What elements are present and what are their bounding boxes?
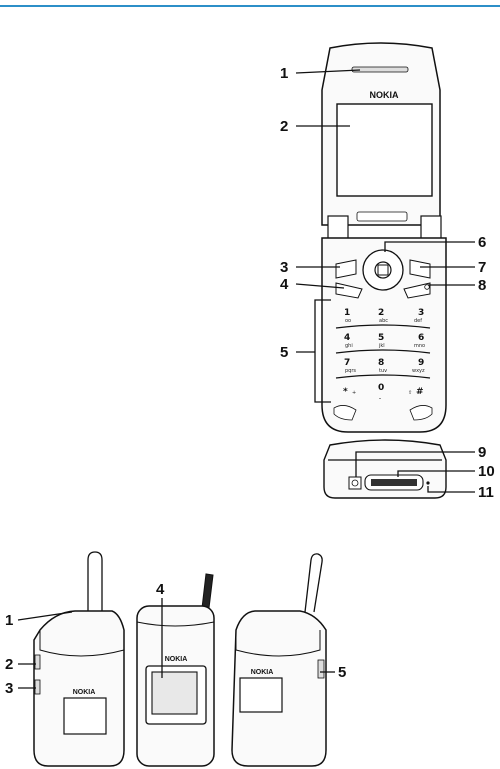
side-key (35, 680, 40, 694)
svg-text:8: 8 (378, 358, 384, 368)
svg-text:pqrs: pqrs (345, 368, 356, 374)
callout-2: 2 (280, 118, 288, 135)
pop-port-pins (371, 479, 417, 486)
antenna-2 (202, 574, 213, 608)
side-callout-2: 2 (5, 656, 13, 673)
volume-key (35, 655, 40, 669)
svg-text:ghi: ghi (345, 343, 353, 349)
svg-text:2: 2 (378, 308, 384, 318)
main-display (337, 104, 432, 196)
svg-text:abc: abc (379, 318, 388, 324)
camera-key (318, 660, 324, 678)
svg-text:*: * (343, 387, 348, 397)
callout-6: 6 (478, 234, 486, 251)
earpiece (352, 67, 408, 72)
svg-text:5: 5 (378, 333, 384, 343)
outer-display-3 (240, 678, 282, 712)
callout-7: 7 (478, 259, 486, 276)
key-1: 1oo (344, 308, 351, 324)
brand-logo-open: NOKIA (370, 90, 400, 100)
svg-text:7: 7 (344, 358, 350, 368)
svg-text:#: # (416, 387, 424, 397)
svg-text:+: + (352, 390, 356, 396)
closed-phone-right-angle: NOKIA (232, 554, 326, 766)
hinge-left (328, 216, 348, 240)
outer-display-2 (152, 672, 197, 714)
callout-9: 9 (478, 444, 486, 461)
callout-11: 11 (478, 484, 494, 501)
svg-text:wxyz: wxyz (412, 368, 425, 374)
microphone (426, 481, 429, 484)
svg-text:tuv: tuv (379, 368, 387, 374)
svg-text:0: 0 (378, 383, 384, 393)
antenna-1 (88, 552, 102, 612)
svg-text:jkl: jkl (378, 343, 385, 349)
callout-4: 4 (280, 276, 289, 293)
side-callout-3: 3 (5, 680, 13, 697)
closed-phone-front: NOKIA (137, 574, 214, 766)
side-callout-1: 1 (5, 612, 13, 629)
closed-phone-left-angle: NOKIA (34, 552, 124, 766)
callout-1: 1 (280, 65, 288, 82)
svg-text:3: 3 (418, 308, 424, 318)
svg-text:def: def (414, 318, 422, 324)
brand-logo-closed-2: NOKIA (165, 656, 188, 663)
svg-text:6: 6 (418, 333, 424, 343)
svg-text:oo: oo (345, 318, 351, 324)
brand-logo-closed-1: NOKIA (73, 689, 96, 696)
brand-logo-closed-3: NOKIA (251, 669, 274, 676)
svg-text:⇧: ⇧ (408, 390, 412, 396)
callout-3: 3 (280, 259, 288, 276)
side-callout-5: 5 (338, 664, 346, 681)
svg-text:⎵: ⎵ (379, 394, 381, 400)
outer-display-1 (64, 698, 106, 734)
svg-text:1: 1 (344, 308, 350, 318)
svg-text:4: 4 (344, 333, 350, 343)
svg-text:mno: mno (414, 343, 425, 349)
callout-5: 5 (280, 344, 288, 361)
antenna-3 (305, 554, 322, 612)
callout-10: 10 (478, 463, 495, 480)
side-callout-4: 4 (156, 581, 165, 598)
hinge-right (421, 216, 441, 240)
callout-8: 8 (478, 277, 486, 294)
svg-text:9: 9 (418, 358, 424, 368)
